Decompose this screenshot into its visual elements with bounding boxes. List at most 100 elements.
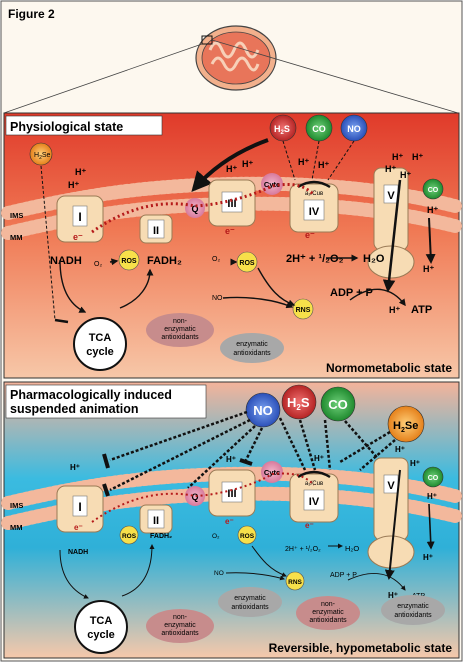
adp-label: ADP + P	[330, 572, 357, 579]
svg-text:H⁺: H⁺	[226, 164, 237, 174]
h2se-molecule: H2Se	[29, 142, 53, 166]
svg-text:e⁻: e⁻	[225, 226, 235, 236]
svg-text:enzymatic: enzymatic	[164, 622, 196, 629]
enzymatic-antioxidants: enzymatic antioxidants	[218, 587, 282, 617]
svg-text:H⁺: H⁺	[389, 305, 400, 315]
complex-i: I	[56, 485, 104, 533]
no-molecule: NO	[340, 114, 368, 142]
svg-text:H⁺: H⁺	[423, 264, 434, 274]
tca-cycle: TCA cycle	[74, 600, 128, 654]
svg-text:V: V	[387, 190, 395, 202]
enzymatic-antioxidants: enzymatic antioxidants	[220, 333, 284, 363]
water-equation: 2H⁺ + ¹/₂O₂	[286, 253, 344, 265]
svg-text:CO: CO	[328, 397, 348, 412]
svg-text:ROS: ROS	[240, 533, 255, 540]
svg-text:ROS: ROS	[239, 260, 255, 267]
svg-text:H⁺: H⁺	[388, 591, 398, 600]
adp-label: ADP + P	[330, 287, 373, 299]
h2o-label: H₂O	[345, 544, 359, 553]
no-molecule: NO	[245, 392, 281, 428]
state-label: Normometabolic state	[326, 361, 452, 375]
h2s-molecule: H2S	[281, 384, 317, 420]
cytochrome-c: Cytc	[261, 173, 283, 195]
svg-text:NO: NO	[347, 124, 361, 134]
ros-bubble-2: ROS	[237, 525, 257, 545]
mm-label: MM	[10, 523, 23, 532]
complex-i: I	[56, 195, 104, 243]
ims-label: IMS	[10, 501, 23, 510]
svg-text:a₃/Cuʙ: a₃/Cuʙ	[305, 191, 323, 197]
svg-text:RNS: RNS	[296, 307, 311, 314]
svg-text:enzymatic: enzymatic	[234, 595, 266, 602]
tca-cycle: TCA cycle	[73, 317, 127, 371]
rns-bubble: RNS	[285, 571, 305, 591]
svg-text:IV: IV	[309, 206, 320, 218]
electron-transport-path	[91, 182, 316, 234]
svg-text:ROS: ROS	[121, 258, 137, 265]
svg-text:antioxidants: antioxidants	[309, 617, 347, 624]
svg-text:H⁺: H⁺	[400, 170, 411, 180]
panel-title-line2: suspended animation	[10, 402, 139, 416]
svg-text:III: III	[227, 488, 236, 500]
svg-text:CO: CO	[312, 124, 326, 134]
svg-text:H⁺: H⁺	[423, 553, 433, 562]
svg-text:antioxidants: antioxidants	[394, 612, 432, 619]
svg-text:H2S: H2S	[274, 124, 290, 136]
reaction-arrows	[59, 469, 435, 599]
electron-labels: e⁻ e⁻ e⁻	[74, 517, 314, 532]
gas-inhibition-lines	[109, 410, 396, 492]
svg-text:e⁻: e⁻	[305, 521, 314, 530]
svg-text:e⁻: e⁻	[305, 230, 315, 240]
proton-labels: H⁺ H⁺ H⁺ H⁺ H⁺ H⁺ H⁺ H⁺ H⁺ H⁺ H⁺ H⁺ H⁺	[68, 152, 438, 315]
panel-title-line1: Pharmacologically induced	[10, 388, 172, 402]
svg-text:non-: non-	[321, 601, 336, 608]
electron-labels: e⁻ e⁻ e⁻	[73, 226, 315, 242]
svg-text:H⁺: H⁺	[427, 492, 437, 501]
gas-inhibition-lines	[40, 140, 355, 321]
svg-text:TCA: TCA	[89, 332, 112, 344]
complex-iv: IV a₃/Cuʙ	[289, 470, 339, 523]
svg-text:ROS: ROS	[122, 533, 137, 540]
proton-labels: H⁺ H⁺ H⁺ H⁺ H⁺ H⁺ H⁺ H⁺	[70, 445, 437, 600]
svg-text:H⁺: H⁺	[410, 459, 420, 468]
svg-text:I: I	[78, 210, 81, 224]
svg-text:Q: Q	[191, 204, 198, 214]
svg-text:H2Se: H2Se	[393, 420, 418, 434]
svg-text:V: V	[387, 480, 395, 492]
svg-text:e⁻: e⁻	[74, 523, 83, 532]
h2se-molecule: H2Se	[387, 405, 425, 443]
svg-text:H⁺: H⁺	[68, 180, 79, 190]
svg-text:enzymatic: enzymatic	[397, 603, 429, 610]
svg-text:H⁺: H⁺	[75, 167, 86, 177]
figure-label: Figure 2	[8, 7, 55, 21]
svg-text:CO: CO	[428, 187, 439, 194]
h2s-molecule: H2S	[269, 114, 297, 142]
svg-text:NO: NO	[253, 403, 273, 418]
svg-text:H⁺: H⁺	[226, 455, 236, 464]
rns-bubble: RNS	[292, 298, 314, 320]
mm-label: MM	[10, 233, 23, 242]
svg-text:H⁺: H⁺	[427, 205, 438, 215]
svg-text:non-: non-	[173, 318, 188, 325]
svg-text:H⁺: H⁺	[395, 445, 405, 454]
svg-text:enzymatic: enzymatic	[236, 341, 268, 348]
svg-text:H⁺: H⁺	[392, 152, 403, 162]
complex-ii: II	[139, 504, 173, 534]
enzymatic-antioxidants-2: enzymatic antioxidants	[381, 595, 445, 625]
svg-text:non-: non-	[173, 614, 188, 621]
svg-text:H⁺: H⁺	[298, 157, 309, 167]
svg-text:H⁺: H⁺	[412, 152, 423, 162]
ubiquinone-q: Q	[185, 198, 205, 218]
svg-text:H⁺: H⁺	[314, 454, 324, 463]
complex-iii: III	[208, 469, 256, 517]
svg-text:a₃/Cuʙ: a₃/Cuʙ	[305, 481, 323, 487]
co-molecule-right: CO	[422, 466, 444, 488]
co-molecule: CO	[305, 114, 333, 142]
svg-text:Cytc: Cytc	[264, 468, 280, 477]
nonenzymatic-antioxidants: non- enzymatic antioxidants	[146, 313, 214, 347]
svg-text:III: III	[227, 198, 236, 210]
svg-text:H⁺: H⁺	[318, 160, 329, 170]
svg-text:cycle: cycle	[86, 346, 114, 358]
nadh-label: NADH	[50, 255, 82, 267]
svg-text:II: II	[153, 515, 159, 527]
